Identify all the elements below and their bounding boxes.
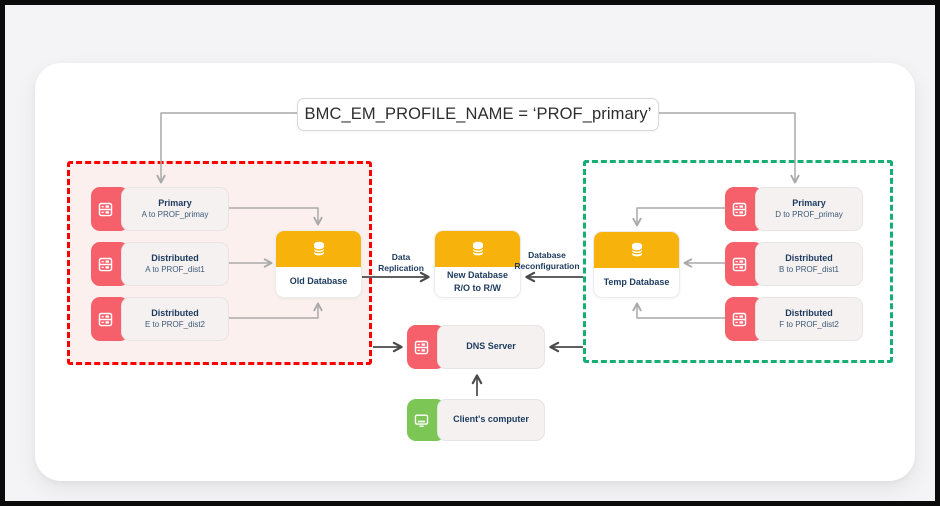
- node-body: Client's computer: [437, 399, 545, 441]
- node-subtitle: E to PROF_dist2: [144, 319, 206, 329]
- node-new-primary: Primary D to PROF_primay: [725, 187, 863, 231]
- node-body: Distributed A to PROF_dist1: [121, 242, 229, 286]
- node-old-distributed-2: Distributed E to PROF_dist2: [91, 297, 229, 341]
- database-reconfiguration-label: Database Reconfiguration: [514, 250, 580, 272]
- node-body: Temp Database: [594, 268, 679, 297]
- node-title: DNS Server: [466, 341, 516, 352]
- node-subtitle: F to PROF_dist2: [779, 319, 839, 329]
- node-dns-server: DNS Server: [407, 325, 545, 369]
- database-label: Old Database: [289, 276, 348, 287]
- node-body: Primary D to PROF_primay: [755, 187, 863, 231]
- node-body: Primary A to PROF_primay: [121, 187, 229, 231]
- node-new-database: New Database R/O to R/W: [434, 230, 521, 298]
- node-body: Old Database: [276, 267, 361, 297]
- node-body: Distributed B to PROF_dist1: [755, 242, 863, 286]
- node-old-database: Old Database: [275, 230, 362, 298]
- database-cylinder-icon: [435, 231, 520, 267]
- node-title: Primary: [158, 197, 192, 208]
- node-new-distributed-1: Distributed B to PROF_dist1: [725, 242, 863, 286]
- node-subtitle: A to PROF_dist1: [145, 264, 205, 274]
- node-body: DNS Server: [437, 325, 545, 369]
- node-subtitle: B to PROF_dist1: [778, 264, 840, 274]
- database-label: Temp Database: [603, 277, 670, 288]
- node-title: Client's computer: [453, 414, 529, 425]
- node-body: Distributed F to PROF_dist2: [755, 297, 863, 341]
- node-title: Distributed: [785, 252, 833, 263]
- node-client-computer: Client's computer: [407, 399, 545, 441]
- node-new-distributed-2: Distributed F to PROF_dist2: [725, 297, 863, 341]
- node-title: Primary: [792, 197, 826, 208]
- node-title: Distributed: [151, 252, 199, 263]
- node-old-distributed-1: Distributed A to PROF_dist1: [91, 242, 229, 286]
- node-title: Distributed: [151, 307, 199, 318]
- node-body: New Database R/O to R/W: [435, 267, 520, 297]
- node-body: Distributed E to PROF_dist2: [121, 297, 229, 341]
- database-label-line2: R/O to R/W: [454, 283, 501, 293]
- database-label-line1: New Database: [446, 269, 509, 280]
- node-subtitle: A to PROF_primay: [141, 209, 209, 219]
- node-old-primary: Primary A to PROF_primay: [91, 187, 229, 231]
- node-temp-database: Temp Database: [593, 231, 680, 298]
- profile-name-banner: BMC_EM_PROFILE_NAME = ‘PROF_primary’: [297, 98, 659, 131]
- data-replication-label: Data Replication: [378, 252, 424, 274]
- database-cylinder-icon: [594, 232, 679, 268]
- node-subtitle: D to PROF_primay: [775, 209, 843, 219]
- node-title: Distributed: [785, 307, 833, 318]
- database-cylinder-icon: [276, 231, 361, 267]
